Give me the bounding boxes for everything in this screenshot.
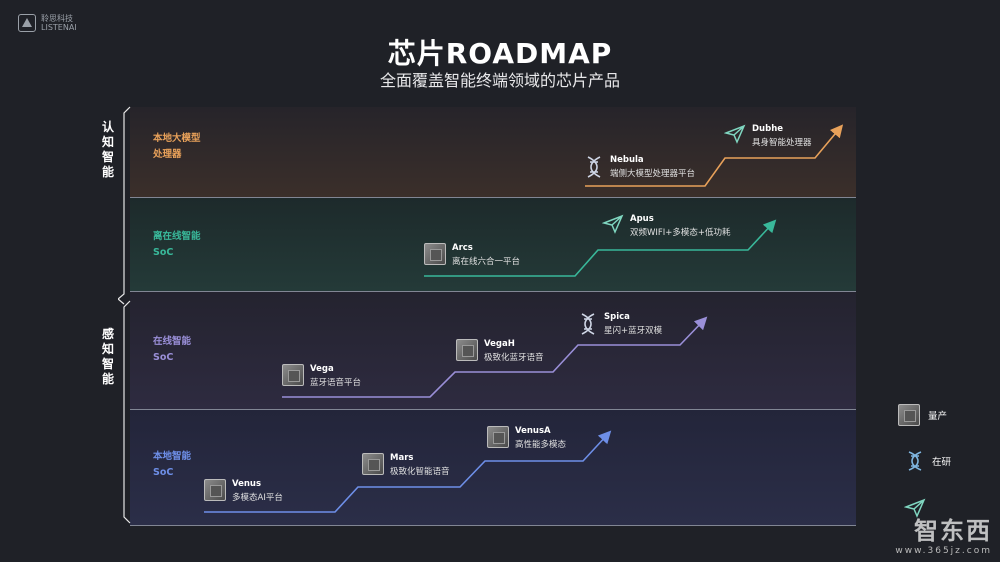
product-apus: Apus 双频WIFI+多模态+低功耗 [602, 214, 731, 238]
group-label-cognitive: 认知智能 [101, 120, 114, 179]
dna-icon [581, 313, 595, 335]
product-name: Apus [630, 214, 654, 224]
watermark-logo: 智东西 [914, 517, 992, 545]
logo-name: 聆思科技 [41, 14, 73, 23]
legend-production: 量产 [898, 404, 947, 426]
step-line-orange [585, 124, 844, 187]
product-venusa: VenusA 高性能多模态 [487, 426, 566, 450]
product-nebula: Nebula 端侧大模型处理器平台 [584, 155, 695, 179]
chip-icon [204, 479, 226, 501]
paper-plane-icon [602, 214, 624, 234]
band-divider [130, 291, 856, 292]
legend-label: 量产 [928, 411, 948, 422]
group-brackets [118, 106, 131, 524]
paper-plane-icon [904, 498, 926, 518]
product-desc: 双频WIFI+多模态+低功耗 [630, 228, 731, 238]
product-name: Spica [604, 312, 630, 322]
legend-research: 在研 [906, 450, 951, 472]
paper-plane-icon [724, 124, 746, 144]
page-subtitle: 全面覆盖智能终端领域的芯片产品 [379, 71, 620, 90]
band-local-llm [130, 107, 856, 197]
page-title: 芯片ROADMAP [387, 37, 613, 70]
step-line-blue [204, 430, 612, 513]
chip-icon [362, 453, 384, 475]
company-logo: 聆思科技 LISTENAI [18, 14, 77, 32]
product-name: Mars [390, 453, 414, 463]
band-label: 本地大模型处理器 [153, 133, 201, 160]
band-divider [130, 197, 856, 198]
legend-label: 在研 [932, 457, 952, 468]
dna-icon [587, 156, 601, 178]
chip-icon [424, 243, 446, 265]
product-vegah: VegaH 极致化蓝牙语音 [456, 339, 544, 363]
product-name: VenusA [515, 426, 551, 436]
product-desc: 极致化蓝牙语音 [484, 353, 544, 363]
product-name: Nebula [610, 155, 644, 165]
product-desc: 极致化智能语音 [390, 467, 450, 477]
logo-mark-icon [18, 14, 36, 32]
watermark: 智东西 www.365jz.com [895, 511, 992, 556]
band-divider [130, 525, 856, 526]
chip-icon [456, 339, 478, 361]
logo-en: LISTENAI [41, 23, 77, 32]
product-desc: 端侧大模型处理器平台 [610, 169, 696, 179]
product-name: VegaH [484, 339, 515, 349]
product-spica: Spica 星闪+蓝牙双模 [578, 312, 662, 336]
product-arcs: Arcs 离在线六合一平台 [424, 243, 520, 267]
step-line-green [424, 219, 777, 277]
product-desc: 多模态AI平台 [232, 493, 283, 503]
product-desc: 具身智能处理器 [752, 138, 812, 148]
product-name: Arcs [452, 243, 473, 253]
chip-icon [487, 426, 509, 448]
dna-icon [908, 451, 922, 471]
chip-icon [898, 404, 920, 426]
group-label-perceptual: 感知智能 [101, 327, 114, 386]
product-desc: 蓝牙语音平台 [310, 378, 362, 388]
product-name: Dubhe [752, 124, 784, 134]
product-desc: 离在线六合一平台 [452, 257, 521, 267]
chip-icon [282, 364, 304, 386]
product-dubhe: Dubhe 具身智能处理器 [724, 124, 812, 148]
step-line-purple [282, 316, 708, 398]
product-mars: Mars 极致化智能语音 [362, 453, 450, 477]
product-name: Vega [310, 364, 334, 374]
band-online [130, 292, 856, 409]
product-venus: Venus 多模态AI平台 [204, 479, 283, 503]
legend-planned [904, 498, 934, 518]
product-name: Venus [232, 479, 262, 489]
band-divider [130, 409, 856, 410]
product-desc: 高性能多模态 [515, 440, 567, 450]
product-desc: 星闪+蓝牙双模 [604, 326, 663, 336]
watermark-url: www.365jz.com [895, 546, 992, 556]
product-vega: Vega 蓝牙语音平台 [282, 364, 361, 388]
